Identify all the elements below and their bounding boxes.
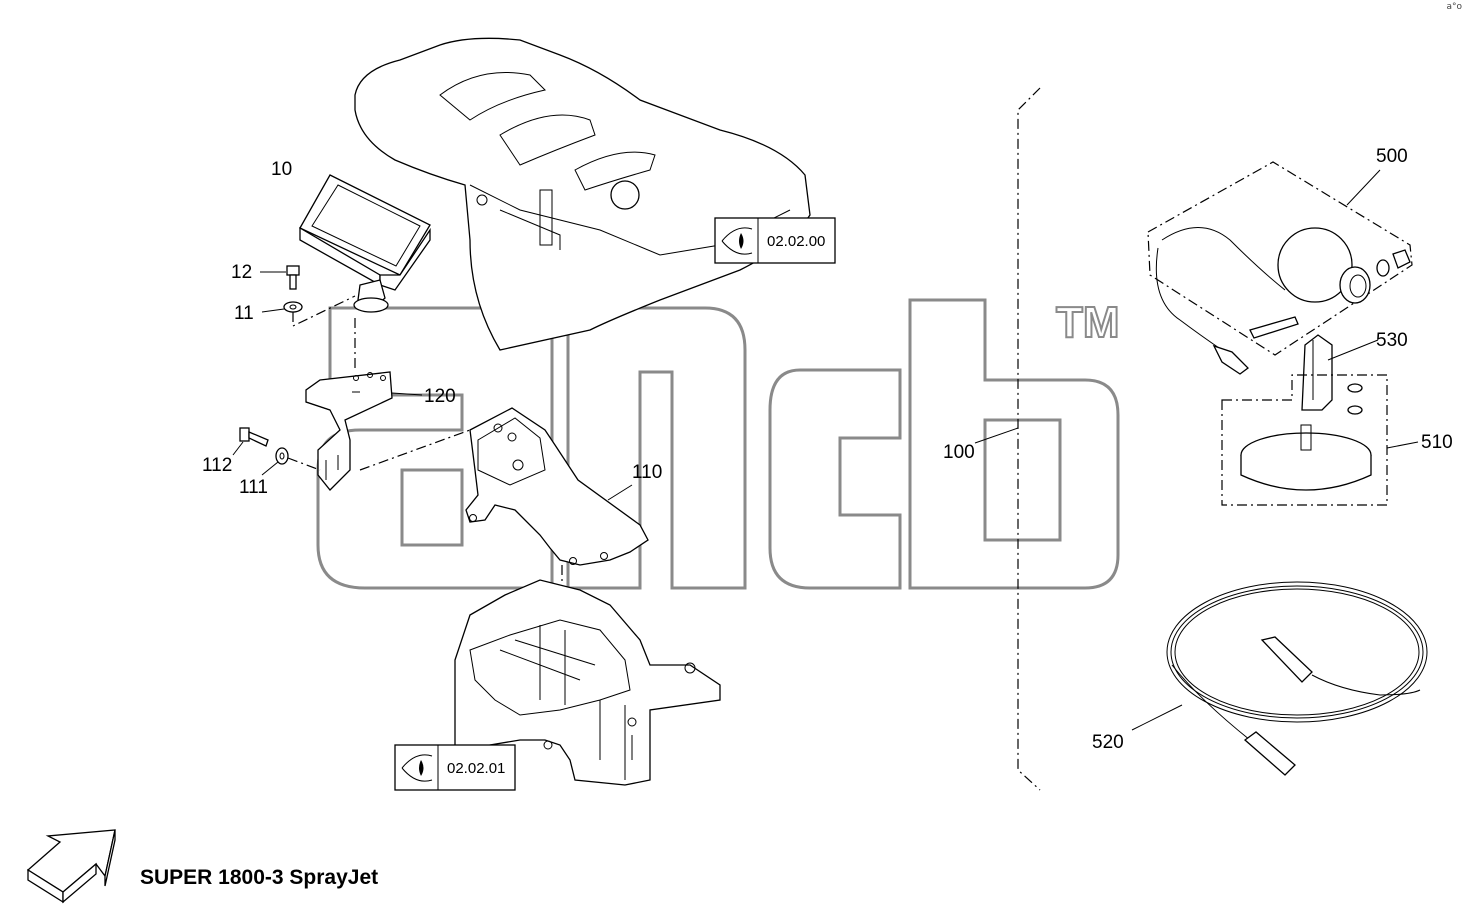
part-label-10: 10 bbox=[271, 159, 292, 180]
corner-mark: a°o bbox=[1446, 2, 1462, 12]
separator-line bbox=[1017, 87, 1041, 791]
trademark-mark: TM bbox=[1056, 298, 1120, 347]
part-label-12: 12 bbox=[231, 262, 252, 283]
sensor-assembly-500 bbox=[1147, 161, 1413, 375]
part-label-11: 11 bbox=[234, 303, 254, 324]
bracket-120 bbox=[305, 371, 423, 491]
part-label-110: 110 bbox=[632, 462, 662, 483]
washer-11 bbox=[261, 301, 303, 313]
tank-drawing bbox=[354, 37, 811, 351]
watermark-logo: TM bbox=[316, 297, 1121, 590]
magnet-base-510 bbox=[1221, 374, 1419, 506]
part-label-111: 111 bbox=[239, 477, 268, 498]
direction-arrow-icon bbox=[26, 829, 116, 904]
eye-view-icon bbox=[401, 754, 433, 782]
part-label-500: 500 bbox=[1376, 146, 1408, 167]
part-label-510: 510 bbox=[1421, 432, 1453, 453]
washer-111 bbox=[261, 447, 289, 476]
diagram-title: SUPER 1800-3 SprayJet bbox=[140, 866, 379, 889]
ref-box-label: 02.02.00 bbox=[767, 233, 825, 250]
display-unit-10 bbox=[299, 174, 431, 313]
bracket-530 bbox=[1301, 334, 1379, 411]
eye-view-icon bbox=[721, 227, 753, 255]
part-label-120: 120 bbox=[424, 386, 456, 407]
ref-box-label: 02.02.01 bbox=[447, 760, 505, 777]
part-label-520: 520 bbox=[1092, 732, 1124, 753]
cable-520 bbox=[1131, 581, 1428, 776]
ref-box-02-02-00[interactable]: 02.02.00 bbox=[714, 217, 836, 264]
part-label-530: 530 bbox=[1376, 330, 1408, 351]
bolt-112 bbox=[232, 427, 269, 456]
frame-drawing bbox=[454, 579, 721, 786]
bracket-110 bbox=[465, 407, 649, 566]
ref-box-02-02-01[interactable]: 02.02.01 bbox=[394, 744, 516, 791]
part-label-100: 100 bbox=[943, 442, 975, 463]
bolt-12 bbox=[260, 265, 300, 290]
part-label-112: 112 bbox=[202, 455, 232, 476]
